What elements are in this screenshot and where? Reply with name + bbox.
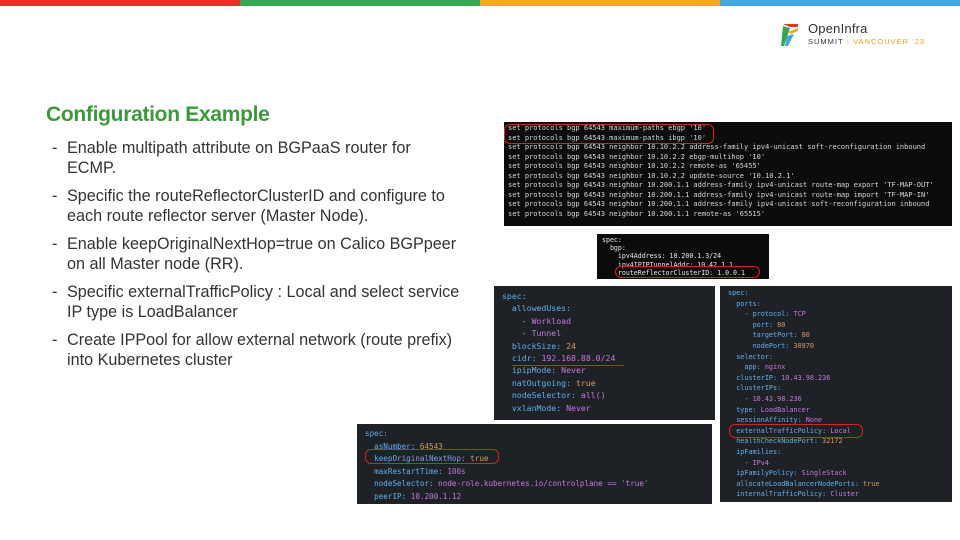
highlight-external-traffic-policy xyxy=(729,424,863,438)
code-line: set protocols bgp 64543 maximum-paths eb… xyxy=(508,124,707,132)
highlight-route-reflector-cluster-id xyxy=(615,266,760,278)
service-yaml-snippet: spec: ports: - protocol: TCP port: 80 ta… xyxy=(720,286,952,502)
code-line: healthCheckNodePort: 32172 xyxy=(736,437,843,446)
code-line: peerIP: 10.200.1.12 xyxy=(374,491,462,501)
code-line: nodeSelector: all() xyxy=(511,390,606,401)
code-line: - protocol: TCP xyxy=(744,310,806,319)
bgp-node-config-snippet: spec: bgp: ipv4Address: 10.200.1.3/24 ip… xyxy=(597,234,769,279)
code-line: selector: xyxy=(736,352,774,361)
code-line: port: 80 xyxy=(752,320,786,329)
code-line: nodeSelector: node-role.kubernetes.io/co… xyxy=(374,479,649,488)
brand-color-green xyxy=(240,0,480,6)
code-line: spec: xyxy=(365,429,388,438)
code-line: set protocols bgp 64543 neighbor 10.200.… xyxy=(508,200,930,208)
bullet-item: Specific the routeReflectorClusterID and… xyxy=(52,186,462,226)
code-line: keepOriginalNextHop: true xyxy=(374,454,489,463)
code-line: internalTrafficPolicy: Cluster xyxy=(736,490,859,499)
code-line: blockSize: 24 xyxy=(511,340,576,351)
code-line: app: nginx xyxy=(744,363,786,372)
code-line: - Workload xyxy=(521,315,572,326)
code-line: spec: xyxy=(602,236,622,244)
code-line: natOutgoing: true xyxy=(511,377,596,388)
openinfra-logo-icon xyxy=(781,24,798,46)
code-line: set protocols bgp 64543 neighbor 10.10.2… xyxy=(508,152,766,161)
brand-color-yellow xyxy=(480,0,720,6)
bgpaas-cli-snippet: set protocols bgp 64543 maximum-paths eb… xyxy=(504,122,952,226)
logo-subtitle: SUMMIT › VANCOUVER '23 xyxy=(808,37,925,46)
code-line: spec: xyxy=(728,289,749,297)
code-line: sessionAffinity: None xyxy=(736,416,823,425)
code-line: - 10.43.98.236 xyxy=(744,394,802,403)
bullet-item: Enable keepOriginalNextHop=true on Calic… xyxy=(52,234,462,274)
logo-name: OpenInfra xyxy=(808,21,868,36)
code-line: asNumber: 64543 xyxy=(374,441,443,451)
highlight-keep-original-next-hop xyxy=(365,449,499,464)
code-line: vxlanMode: Never xyxy=(511,402,591,413)
code-line: set protocols bgp 64543 neighbor 10.200.… xyxy=(508,209,766,218)
code-line: type: LoadBalancer xyxy=(736,405,810,414)
bgppeer-yaml-snippet: spec: asNumber: 64543 keepOriginalNextHo… xyxy=(357,424,712,504)
code-line: allowedUses: xyxy=(511,303,572,314)
code-line: - Tunnel xyxy=(521,328,562,339)
slide-title: Configuration Example xyxy=(46,103,270,126)
code-line: set protocols bgp 64543 neighbor 10.10.2… xyxy=(508,162,761,170)
code-line: set protocols bgp 64543 neighbor 10.10.2… xyxy=(508,171,795,180)
code-line: cidr: 192.168.88.0/24 xyxy=(511,353,616,364)
code-line: ports: xyxy=(736,299,761,308)
code-line: clusterIPs: xyxy=(736,384,782,393)
code-line: bgp: xyxy=(602,244,626,253)
code-line: allocateLoadBalancerNodePorts: true xyxy=(736,479,880,488)
code-line: routeReflectorClusterID: 1.0.0.1 xyxy=(602,268,745,277)
code-line: set protocols bgp 64543 maximum-paths ib… xyxy=(508,133,707,142)
openinfra-logo: OpenInfra SUMMIT › VANCOUVER '23 xyxy=(780,22,925,48)
code-line: set protocols bgp 64543 neighbor 10.10.2… xyxy=(508,143,926,151)
brand-color-bar xyxy=(0,0,960,6)
ippool-yaml-snippet: spec: allowedUses: - Workload - Tunnel b… xyxy=(494,286,715,420)
code-line: ipFamilyPolicy: SingleStack xyxy=(736,469,847,478)
underline-cidr xyxy=(512,365,624,366)
bullet-item: Create IPPool for allow external network… xyxy=(52,330,462,370)
bullet-item: Specific externalTrafficPolicy : Local a… xyxy=(52,282,462,322)
code-line: set protocols bgp 64543 neighbor 10.200.… xyxy=(508,190,930,199)
bullet-item: Enable multipath attribute on BGPaaS rou… xyxy=(52,138,462,178)
code-line: ipFamilies: xyxy=(736,447,782,456)
brand-color-red xyxy=(0,0,240,6)
code-line: clusterIP: 10.43.98.236 xyxy=(736,373,831,382)
code-line: ipipMode: Never xyxy=(511,365,586,376)
highlight-maximum-paths xyxy=(504,124,714,144)
code-line: set protocols bgp 64543 neighbor 10.200.… xyxy=(508,181,934,189)
code-line: externalTrafficPolicy: Local xyxy=(736,426,851,435)
code-line: ipv4Address: 10.200.1.3/24 xyxy=(602,252,722,261)
code-line: targetPort: 80 xyxy=(752,331,810,340)
code-line: ipv4IPIPTunnelAddr: 10.42.1.1 xyxy=(602,260,734,269)
code-line: nodePort: 30970 xyxy=(752,341,814,350)
code-line: maxRestartTime: 100s xyxy=(374,466,466,476)
brand-color-blue xyxy=(720,0,960,6)
code-line: - IPv4 xyxy=(744,458,769,467)
code-line: spec: xyxy=(502,291,527,301)
bullet-list: Enable multipath attribute on BGPaaS rou… xyxy=(52,138,462,378)
